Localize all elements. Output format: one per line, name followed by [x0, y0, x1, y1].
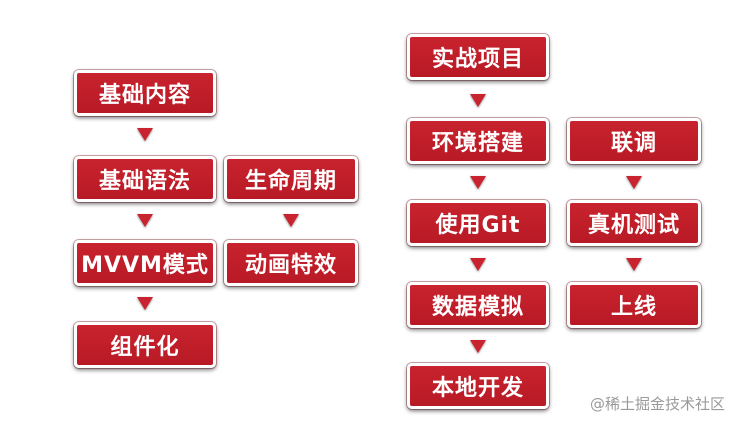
node-device-testing: 真机测试: [567, 200, 701, 246]
arrow-down-icon: [137, 214, 153, 227]
arrow-down-icon: [470, 340, 486, 353]
arrow-down-icon: [626, 176, 642, 189]
node-integration: 联调: [567, 118, 701, 164]
node-mvvm-pattern: MVVM模式: [74, 240, 216, 286]
watermark: @稀土掘金技术社区: [590, 395, 726, 413]
node-animation-effects: 动画特效: [224, 240, 358, 286]
node-basic-content: 基础内容: [74, 70, 216, 116]
arrow-down-icon: [137, 297, 153, 310]
arrow-down-icon: [626, 258, 642, 271]
arrow-down-icon: [470, 94, 486, 107]
node-local-dev: 本地开发: [407, 363, 549, 409]
arrow-down-icon: [137, 128, 153, 141]
arrow-down-icon: [470, 176, 486, 189]
node-data-mocking: 数据模拟: [407, 282, 549, 328]
arrow-down-icon: [283, 214, 299, 227]
arrow-down-icon: [470, 258, 486, 271]
node-use-git: 使用Git: [407, 200, 549, 246]
node-lifecycle: 生命周期: [224, 156, 358, 202]
node-practical-project: 实战项目: [407, 34, 549, 80]
node-componentization: 组件化: [74, 322, 216, 368]
node-env-setup: 环境搭建: [407, 118, 549, 164]
node-go-live: 上线: [567, 282, 701, 328]
node-basic-syntax: 基础语法: [74, 156, 216, 202]
